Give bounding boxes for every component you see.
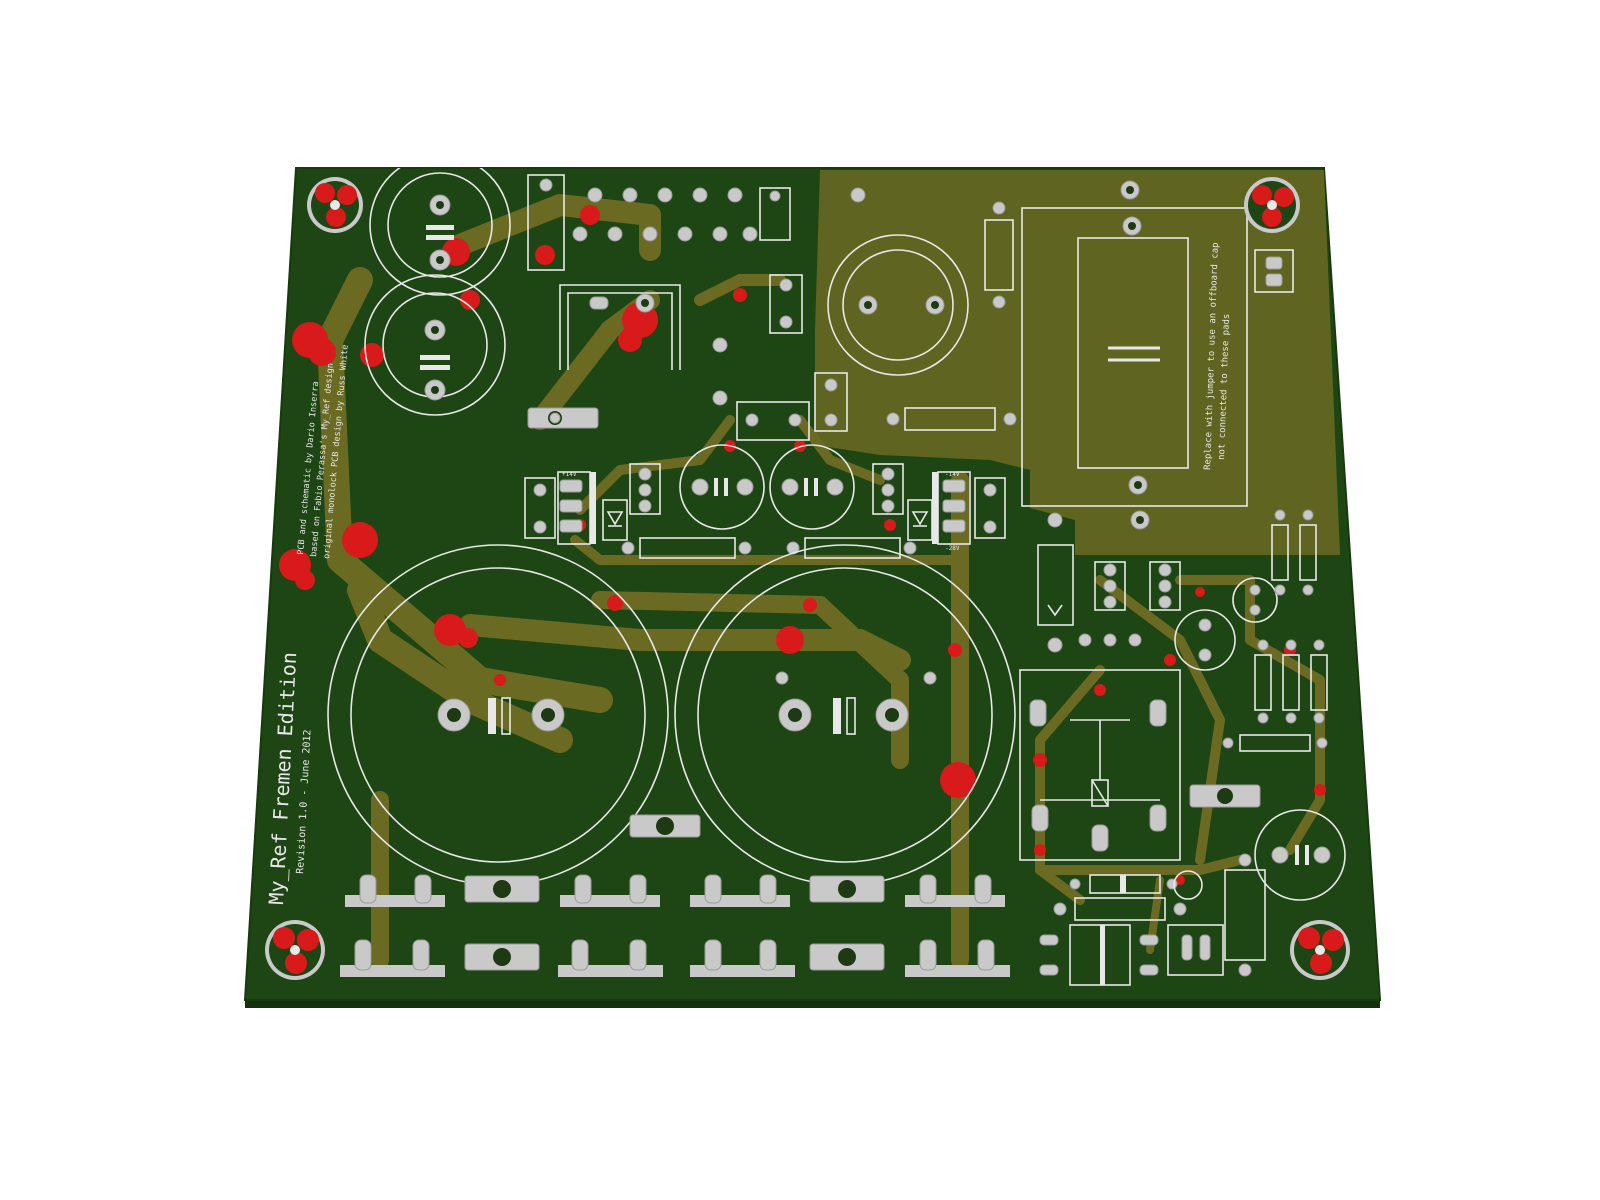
regulator-lower-right bbox=[1189, 784, 1261, 808]
capacitor-c3 bbox=[679, 444, 765, 530]
transistor-q-group bbox=[1078, 561, 1181, 647]
capacitor-c1 bbox=[369, 168, 511, 296]
connector-j1 bbox=[1254, 249, 1294, 293]
rectifier-row-top bbox=[345, 874, 1005, 907]
resistor-r4 bbox=[786, 537, 917, 559]
capacitor-main-right bbox=[674, 544, 1016, 886]
label-minus28v: -28V bbox=[945, 545, 960, 552]
capacitor-c2 bbox=[364, 274, 506, 416]
mounting-hole-bottom-right bbox=[1290, 920, 1350, 980]
capacitor-c5 bbox=[827, 187, 969, 376]
transistor-pads-left bbox=[629, 463, 661, 515]
resistor-array bbox=[1222, 509, 1328, 752]
diode-d2 bbox=[907, 499, 933, 541]
small-capacitor-group bbox=[712, 274, 848, 441]
regulator-right: -14V -28V bbox=[932, 471, 1006, 552]
connector-j2 bbox=[1167, 870, 1224, 976]
resistor-r3 bbox=[621, 537, 752, 559]
board-edge bbox=[245, 1000, 1380, 1008]
capacitor-c6 bbox=[1254, 809, 1346, 901]
diode-d1 bbox=[602, 499, 628, 541]
rectifier-row-bottom bbox=[340, 939, 1010, 977]
label-plus14v: +14V bbox=[562, 471, 577, 478]
fuse-holder bbox=[1224, 853, 1266, 977]
capacitor-small-right bbox=[1174, 577, 1278, 671]
heatsink-outline bbox=[559, 284, 681, 370]
film-capacitor-large: Replace with jumper to use an offboard c… bbox=[1021, 180, 1248, 530]
resistor-r1 bbox=[886, 407, 1017, 431]
diode-group-bottom bbox=[1039, 874, 1187, 986]
mounting-hole-top-right bbox=[1244, 177, 1300, 233]
capacitor-c4 bbox=[769, 444, 855, 530]
bridge-mount-center bbox=[629, 814, 701, 838]
label-minus14v: -14V bbox=[945, 471, 960, 478]
resistor-r2 bbox=[984, 201, 1014, 309]
mounting-hole-bottom-left bbox=[265, 920, 325, 980]
via-cluster bbox=[279, 205, 1326, 885]
mounting-hole-top-left bbox=[307, 177, 363, 233]
transistor-pads-right bbox=[872, 463, 904, 515]
regulator-left: +14V bbox=[524, 471, 596, 545]
top-pad-row bbox=[527, 174, 791, 271]
capacitor-vertical-film bbox=[1037, 512, 1074, 653]
regulator-block bbox=[527, 407, 599, 429]
relay-k1 bbox=[1019, 669, 1181, 861]
